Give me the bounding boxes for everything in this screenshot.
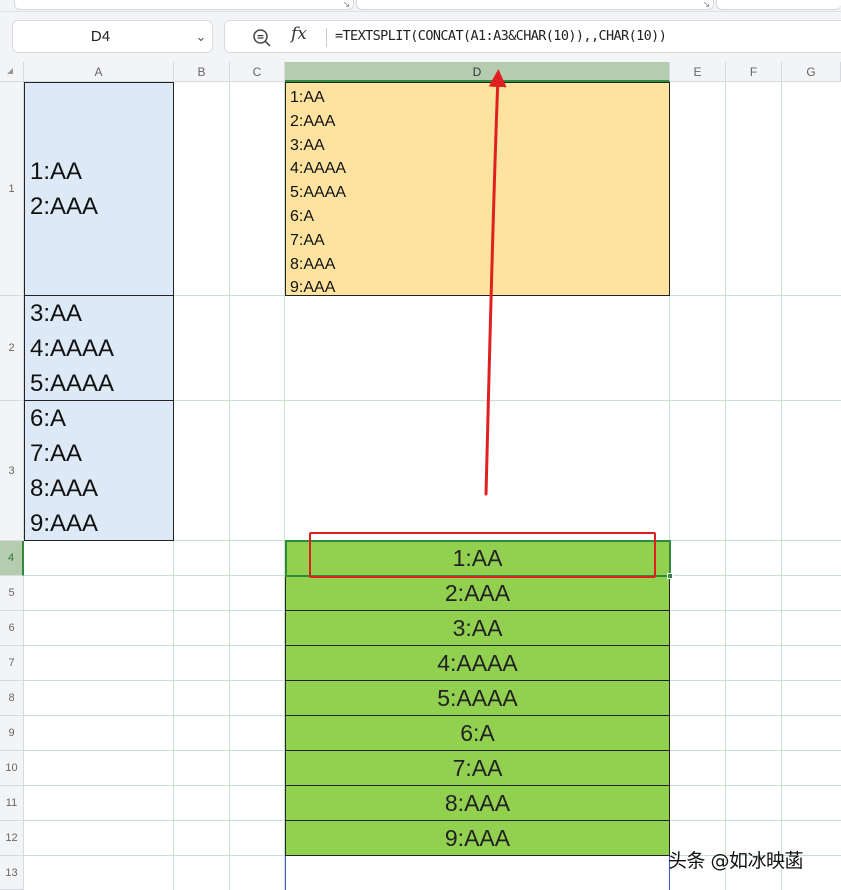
column-header-b[interactable]: B [174,62,230,82]
row-number: 11 [5,797,18,809]
ribbon-strip: ↘ ↘ [0,0,841,12]
column-header-a[interactable]: A [24,62,174,82]
cell-text-line: 9:AAA [290,279,336,297]
cell-text-line: 2:AAA [290,112,336,130]
zoom-icon[interactable] [251,27,273,49]
row-header-9[interactable]: 9 [0,716,24,751]
row-number: 8 [8,692,15,704]
cell-d11[interactable]: 8:AAA [285,785,670,821]
cell-a2[interactable]: 3:AA 4:AAAA 5:AAAA [24,295,174,401]
cell-text-line: 1:AA [290,89,325,106]
cell-text-line: 6:A [30,404,67,432]
row-number: 7 [8,657,15,669]
cell-d7[interactable]: 4:AAAA [285,645,670,681]
cell-text-line: 3:AA [30,299,83,327]
row-header-12[interactable]: 12 [0,821,24,856]
cell-d5[interactable]: 2:AAA [285,575,670,611]
expand-corner-icon[interactable]: ↘ [342,0,350,9]
cell-d1[interactable]: 1:AA 2:AAA 3:AA 4:AAAA 5:AAAA 6:A 7:AA 8… [285,82,670,296]
row-header-5[interactable]: 5 [0,576,24,611]
expand-corner-icon[interactable]: ↘ [702,0,710,9]
row-number: 1 [8,182,15,195]
cell-text-line: 7:AA [290,231,325,249]
cell-d6[interactable]: 3:AA [285,610,670,646]
row-header-7[interactable]: 7 [0,646,24,681]
annotation-highlight-box [309,532,656,578]
row-header-13[interactable]: 13 [0,856,24,890]
formula-bar: D4 ⌄ fx =TEXTSPLIT(CONCAT(A1:A3&CHAR(10)… [0,12,841,62]
cell-text-line: 4:AAAA [30,334,115,362]
row-header-10[interactable]: 10 [0,751,24,786]
column-header-e[interactable]: E [670,62,726,82]
column-header-d[interactable]: D [285,62,670,82]
row-number: 6 [8,622,15,634]
row-number: 4 [7,552,15,564]
name-box-value[interactable]: D4 [90,28,111,45]
row-number: 13 [5,866,18,879]
cell-d8[interactable]: 5:AAAA [285,680,670,716]
gridline [24,400,841,401]
row-header-3[interactable]: 3 [0,401,24,541]
cell-text-line: 1:AA [30,158,83,185]
cell-d9[interactable]: 6:A [285,715,670,751]
row-header-6[interactable]: 6 [0,611,24,646]
select-all-triangle-icon [7,68,13,74]
formula-divider [326,28,327,47]
cell-text-line: 5:AAAA [290,184,347,202]
cell-d12[interactable]: 9:AAA [285,820,670,856]
ribbon-group: ↘ [14,0,354,10]
fill-handle[interactable] [667,573,673,579]
cell-text-line: 9:AAA [30,509,99,537]
column-header-c[interactable]: C [230,62,285,82]
cell-text-line: 7:AA [30,439,83,467]
cell-text-line: 8:AAA [30,474,99,502]
row-number: 2 [8,342,15,354]
cell-text-line: 6:A [290,207,315,225]
watermark: 头条 @如冰映菡 [668,850,804,872]
cell-text-line: 4:AAAA [290,160,347,178]
row-header-8[interactable]: 8 [0,681,24,716]
row-number: 9 [8,727,15,739]
row-number: 12 [5,832,18,844]
row-number: 5 [8,587,15,599]
cell-text-line: 5:AAAA [30,369,115,397]
column-header-g[interactable]: G [782,62,841,82]
row-header-4[interactable]: 4 [0,541,24,576]
row-header-11[interactable]: 11 [0,786,24,821]
row-number: 3 [8,464,15,477]
formula-input[interactable]: fx =TEXTSPLIT(CONCAT(A1:A3&CHAR(10)),,CH… [224,20,841,53]
fx-icon[interactable]: fx [291,24,307,44]
ribbon-group: ↘ [356,0,714,10]
formula-text[interactable]: =TEXTSPLIT(CONCAT(A1:A3&CHAR(10)),,CHAR(… [335,28,667,44]
column-header-f[interactable]: F [726,62,782,82]
cell-text-line: 3:AA [290,136,325,154]
gridline [229,82,230,890]
row-number: 10 [5,762,18,774]
cell-d13[interactable] [285,856,670,890]
gridline [284,82,285,890]
cell-a1[interactable]: 1:AA 2:AAA [24,82,174,296]
cell-text-line: 8:AAA [290,255,336,273]
select-all-button[interactable] [0,62,24,82]
chevron-down-icon[interactable]: ⌄ [195,29,207,44]
row-header-2[interactable]: 2 [0,296,24,401]
gridline [725,82,726,890]
cell-d10[interactable]: 7:AA [285,750,670,786]
gridline [669,82,670,890]
cell-a3[interactable]: 6:A 7:AA 8:AAA 9:AAA [24,400,174,541]
name-box[interactable]: D4 ⌄ [12,20,213,53]
gridline [781,82,782,890]
row-header-1[interactable]: 1 [0,82,24,296]
ribbon-group [716,0,841,10]
cell-text-line: 2:AAA [30,193,99,220]
